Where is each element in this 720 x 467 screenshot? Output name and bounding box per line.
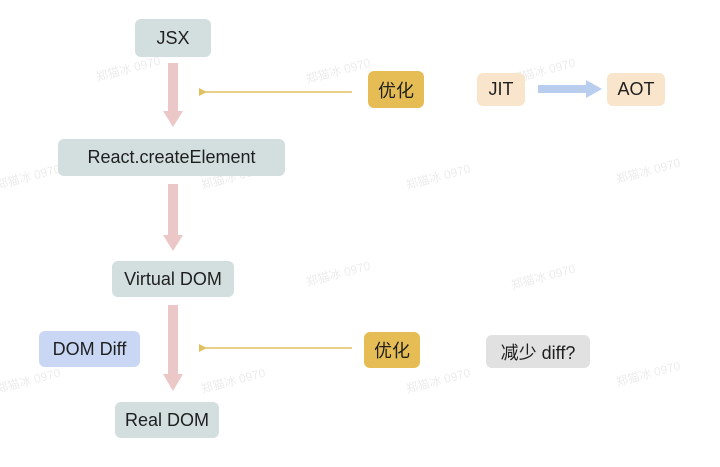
flow-arrow-virtual-dom-to-real-dom — [163, 305, 183, 391]
flow-arrow-create-element-to-virtual-dom — [163, 184, 183, 251]
optimize-badge-2: 优化 — [364, 332, 420, 368]
jit-to-aot-arrow — [538, 80, 602, 98]
node-aot-label: AOT — [617, 79, 655, 99]
optimize-badge-1: 优化 — [368, 71, 424, 108]
node-create-element: React.createElement — [58, 139, 285, 176]
optimize-badge-2-label: 优化 — [374, 341, 410, 361]
node-real-dom-label: Real DOM — [124, 409, 209, 430]
node-jit-label: JIT — [488, 79, 514, 99]
node-reduce-diff: 减少 diff? — [486, 335, 590, 368]
optimize-badge-1-label: 优化 — [378, 80, 414, 101]
node-real-dom: Real DOM — [115, 402, 219, 438]
flow-arrow-jsx-to-create-element — [163, 63, 183, 127]
node-reduce-diff-label: 减少 diff? — [500, 342, 576, 363]
node-virtual-dom: Virtual DOM — [112, 261, 234, 297]
node-jsx: JSX — [135, 19, 211, 57]
node-create-element-label: React.createElement — [87, 147, 256, 167]
node-aot: AOT — [607, 73, 665, 106]
node-virtual-dom-label: Virtual DOM — [124, 268, 222, 289]
node-dom-diff: DOM Diff — [39, 331, 140, 367]
node-jsx-label: JSX — [156, 27, 190, 48]
node-jit: JIT — [477, 73, 525, 106]
node-dom-diff-label: DOM Diff — [52, 338, 127, 359]
